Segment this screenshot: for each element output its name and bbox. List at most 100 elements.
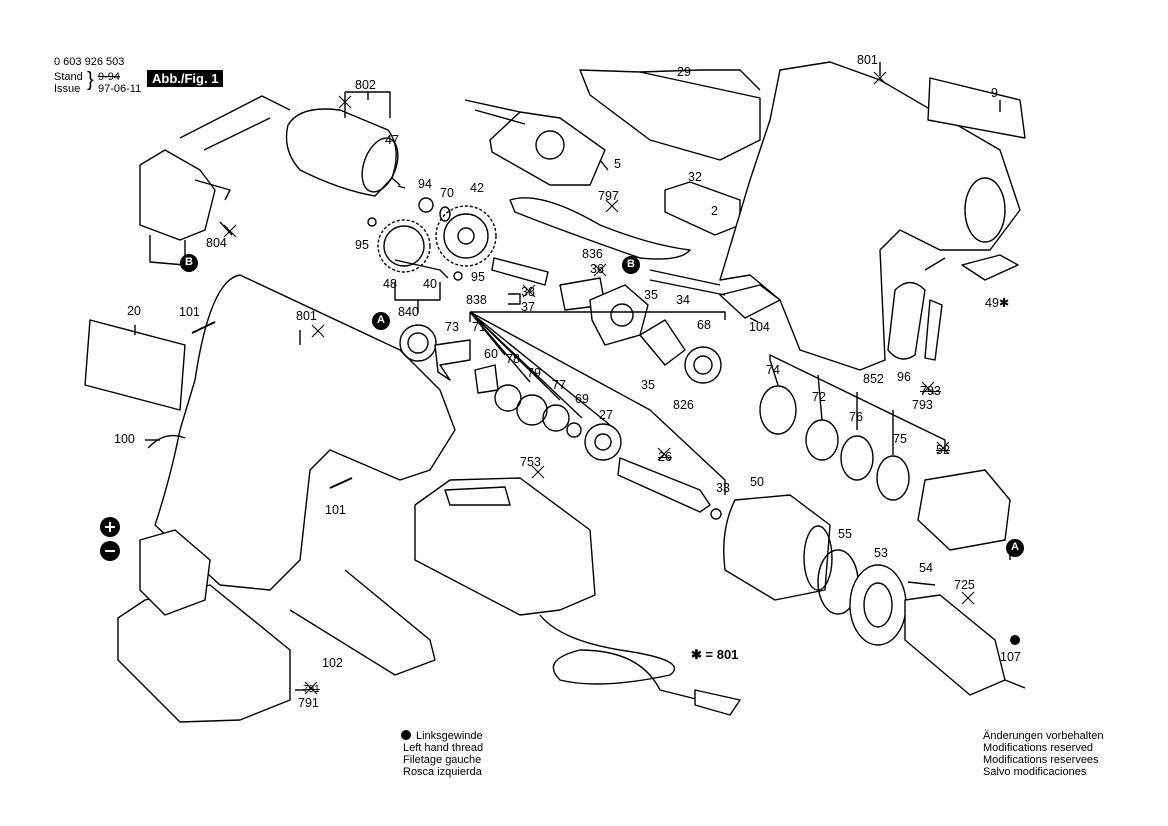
issue-value: 97-06-11 [98,83,142,95]
spring-60-icon [474,364,499,394]
callout: 27 [599,408,613,422]
callout: 801 [857,53,878,67]
callout: 78 [506,352,520,366]
callout: 95 [355,238,369,252]
bearing-68-icon [684,346,722,384]
callout: 838 [466,293,487,307]
callout: 725 [954,578,975,592]
callout: 753 [520,455,541,469]
callout: 38 [521,285,535,299]
callout: 42 [470,181,484,195]
sleeve-50-icon [723,494,831,601]
switch-icon [139,149,231,266]
battery-791-icon [117,584,291,723]
legend-line-2: Left hand thread [403,742,484,754]
ring-840-icon [399,324,437,362]
callout: 76 [849,410,863,424]
callout: 801 [296,309,317,323]
switch-unit-5-icon [464,99,606,186]
cover-29-icon [579,69,761,161]
chuck-725-icon [904,594,1006,696]
legend-dot-icon [401,730,411,740]
clip-73-icon [434,339,471,381]
ref-b-icon [180,254,198,272]
housing-right-icon [719,61,1021,371]
circlip-69-icon [566,422,582,438]
mod-line-4: Salvo modificaciones [983,766,1087,778]
callout: 60 [484,347,498,361]
label-plate-9-icon [927,77,1026,139]
callout: 35 [644,288,658,302]
gearbox-52-icon [917,469,1011,551]
callout: 101 [179,305,200,319]
hook-100-icon [147,434,186,449]
spindle-26-icon [617,457,711,513]
callout: 79 [527,366,541,380]
callout: 55 [838,527,852,541]
callout: 836 [582,247,603,261]
callout: 52 [936,443,950,457]
callout: 69 [575,392,589,406]
callout: 35 [641,378,655,392]
callout: 96 [897,370,911,384]
ref-label-a: A [377,314,385,326]
callout: 54 [919,561,933,575]
ring-77-icon [542,404,570,432]
callout: 95 [471,270,485,284]
bearing-94-icon [418,197,434,213]
bearing-27-icon [584,423,622,461]
callout: 94 [418,177,432,191]
callout: 75 [893,432,907,446]
callout: 47 [385,133,399,147]
callout: 804 [206,236,227,250]
callout: 68 [697,318,711,332]
callout: 20 [127,304,141,318]
figure-badge: Abb./Fig. 1 [147,70,224,87]
callout: 9 [991,86,998,100]
washer-78-icon [494,384,522,412]
mod-line-1: Änderungen vorbehalten [983,730,1104,742]
callout: 2 [711,204,718,218]
callout: 104 [749,320,770,334]
legend-line-3: Filetage gauche [403,754,482,766]
callout: 793 [912,398,933,412]
callout: 77 [552,378,566,392]
ref-a-icon [372,312,390,330]
stand-label: Stand [54,71,83,83]
callout: 72 [812,390,826,404]
motor-wire [179,95,291,139]
screw-54-icon [907,581,936,586]
callout: 36 [590,262,604,276]
mod-line-2: Modifications reserved [983,742,1094,754]
ring-79-icon [516,394,548,426]
spring-76-icon [840,435,874,481]
pcb-104-icon [719,284,781,319]
callout: 5 [614,157,621,171]
callout: 797 [598,189,619,203]
ref-label-a: A [1011,541,1019,553]
callout: 840 [398,305,419,319]
callout: 70 [440,186,454,200]
seal-96-icon [887,281,926,360]
callout: 74 [766,363,780,377]
belt-797-icon [509,197,691,260]
callout: 53 [874,546,888,560]
ring-33-icon [710,508,722,520]
housing-left-icon [154,274,456,591]
charger-753-icon [414,477,596,616]
callout: 793 [920,384,941,398]
callout: 29 [677,65,691,79]
ring-75-icon [876,455,910,501]
callout: 34 [676,293,690,307]
legend-equals: = [403,730,410,742]
document-number: 0 603 926 503 [54,56,125,68]
callout: 49✱ [985,296,1010,310]
screw-101-icon [191,321,216,334]
callout: 40 [423,277,437,291]
ref-label-b: B [627,258,635,270]
callout: 73 [445,320,459,334]
callout: 26 [658,450,672,464]
callout: 791 [298,696,319,710]
callout: 826 [673,398,694,412]
